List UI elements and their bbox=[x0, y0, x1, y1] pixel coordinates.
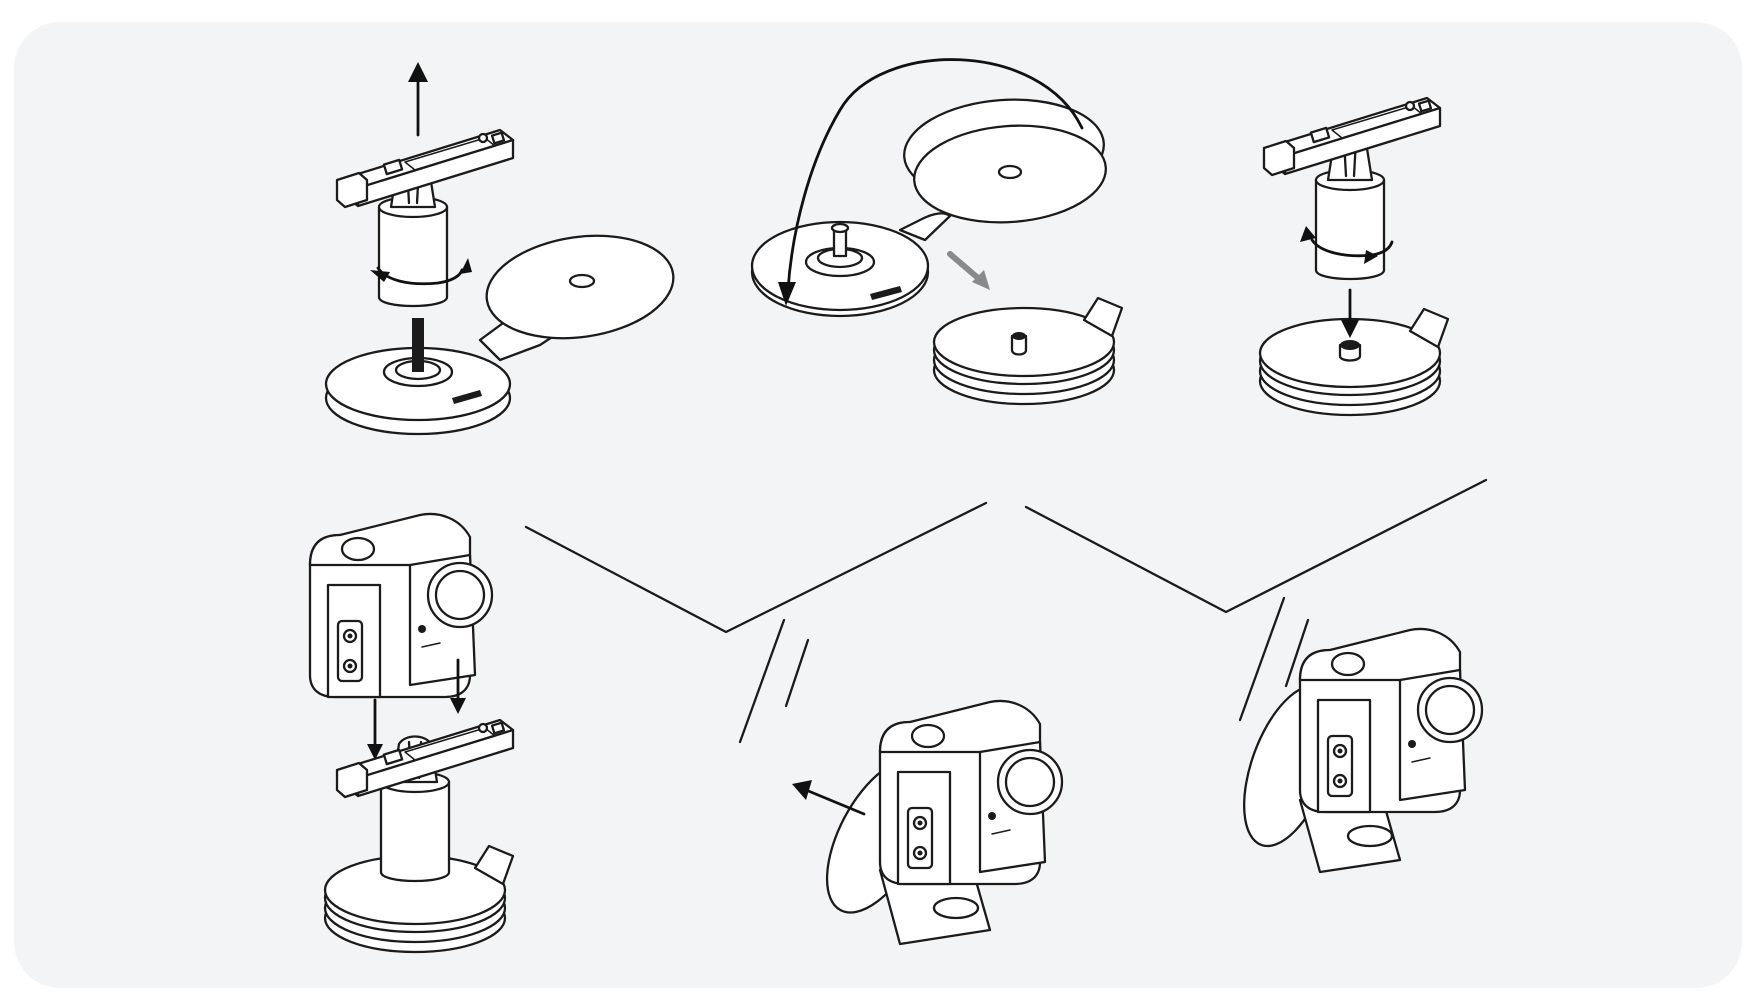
gray-arrow-icon bbox=[947, 251, 990, 290]
rotate-arrows-icon bbox=[1300, 226, 1394, 264]
motion-lines-icon bbox=[1238, 596, 1310, 722]
arrow-up-icon bbox=[408, 62, 428, 137]
step-3-screw-mount-onto-pad bbox=[1258, 96, 1450, 417]
step-2-peel-adhesive bbox=[750, 58, 1124, 406]
step-6-tilt-camera-back bbox=[1238, 596, 1484, 874]
motion-lines-icon bbox=[738, 618, 810, 744]
step-4-attach-camera bbox=[308, 512, 515, 954]
step-1-remove-mount-from-base bbox=[324, 62, 675, 436]
arrow-left-icon bbox=[792, 780, 866, 816]
step-5-tilt-camera-away bbox=[738, 618, 1064, 946]
rotate-arrows-icon bbox=[370, 258, 472, 286]
connector-lines bbox=[524, 478, 1488, 634]
arrow-down-icon bbox=[367, 658, 466, 760]
curved-arrow-icon bbox=[778, 58, 1084, 306]
arrow-down-icon bbox=[1341, 288, 1359, 338]
